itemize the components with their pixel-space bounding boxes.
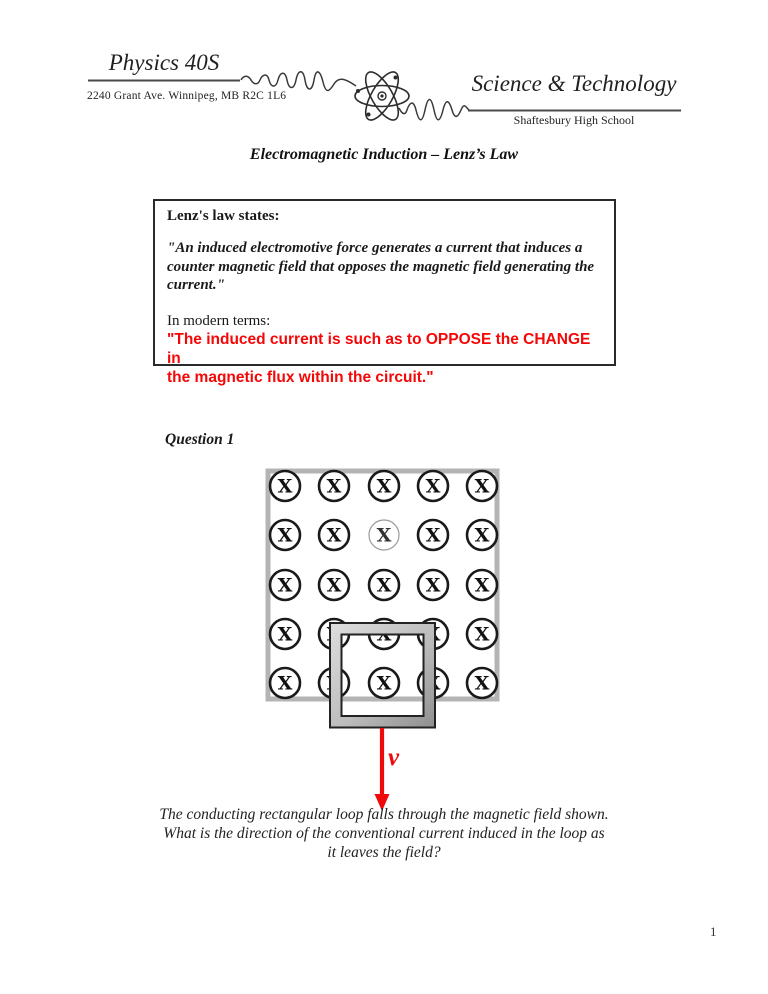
field-into-page-symbol bbox=[465, 469, 499, 503]
school-name: Shaftesbury High School bbox=[513, 113, 635, 127]
field-symbol-glyph: X bbox=[278, 673, 293, 695]
field-symbol-glyph: X bbox=[475, 476, 490, 498]
field-into-page-symbol bbox=[268, 469, 302, 503]
field-into-page-symbol bbox=[368, 519, 400, 551]
lenz-law-box: Lenz's law states: "An induced electromo… bbox=[153, 199, 616, 386]
law-quote-line: current." bbox=[167, 277, 225, 293]
field-into-page-symbol bbox=[268, 518, 302, 552]
field-symbol-glyph: X bbox=[475, 624, 490, 646]
field-symbol-glyph: X bbox=[426, 624, 441, 646]
field-symbol-glyph: X bbox=[377, 525, 392, 547]
caption-line: it leaves the field? bbox=[327, 843, 441, 861]
field-into-page-symbol bbox=[465, 617, 499, 651]
field-symbol-glyph: X bbox=[377, 575, 392, 597]
field-symbol-glyph: X bbox=[278, 575, 293, 597]
caption-line: What is the direction of the conventiona… bbox=[163, 824, 605, 842]
field-into-page-symbol bbox=[465, 568, 499, 602]
field-into-page-symbol bbox=[416, 518, 450, 552]
field-symbol-glyph: X bbox=[278, 624, 293, 646]
field-into-page-symbol bbox=[416, 617, 450, 651]
field-into-page-symbol bbox=[317, 568, 351, 602]
field-symbol-glyph: X bbox=[377, 476, 392, 498]
field-into-page-symbol bbox=[367, 666, 401, 700]
field-symbol-glyph: X bbox=[327, 575, 342, 597]
law-box-heading: Lenz's law states: bbox=[167, 208, 280, 224]
field-symbol-glyph: X bbox=[475, 575, 490, 597]
field-into-page-symbol bbox=[268, 617, 302, 651]
law-quote: "An induced electromotive force generate… bbox=[167, 239, 602, 295]
field-into-page-symbol bbox=[317, 469, 351, 503]
field-into-page-symbol bbox=[367, 617, 401, 651]
field-into-page-symbol bbox=[416, 666, 450, 700]
modern-terms-intro: In modern terms: bbox=[167, 312, 271, 329]
field-symbol-glyph: X bbox=[475, 525, 490, 547]
modern-quote-line: the magnetic flux within the circuit." bbox=[167, 368, 434, 386]
field-symbol-glyph: X bbox=[377, 624, 392, 646]
modern-quote-line: "The induced current is such as to OPPOS… bbox=[167, 330, 591, 367]
field-into-page-symbol bbox=[268, 666, 302, 700]
caption-line: The conducting rectangular loop falls th… bbox=[159, 806, 609, 823]
field-symbol-glyph: X bbox=[426, 673, 441, 695]
velocity-label: v bbox=[388, 744, 400, 771]
question-label: Question 1 bbox=[165, 431, 235, 448]
page-number: 1 bbox=[710, 924, 717, 939]
field-into-page-symbol bbox=[268, 568, 302, 602]
field-into-page-symbol bbox=[416, 469, 450, 503]
department-title: Science & Technology bbox=[471, 71, 677, 96]
document-title: Electromagnetic Induction – Lenz’s Law bbox=[249, 146, 519, 163]
field-symbol-glyph: X bbox=[475, 673, 490, 695]
question-caption: The conducting rectangular loop falls th… bbox=[0, 806, 768, 862]
field-symbol-glyph: X bbox=[327, 476, 342, 498]
field-symbol-glyph: X bbox=[377, 673, 392, 695]
field-symbol-glyph: X bbox=[327, 624, 342, 646]
law-quote-line: "An induced electromotive force generate… bbox=[167, 240, 583, 256]
wave-squiggle-left bbox=[240, 71, 357, 92]
law-quote-line: counter magnetic field that opposes the … bbox=[167, 258, 595, 275]
field-into-page-symbol bbox=[317, 666, 351, 700]
atom-icon bbox=[354, 71, 410, 121]
wave-squiggle-right bbox=[398, 98, 470, 121]
field-into-page-symbol bbox=[367, 469, 401, 503]
field-into-page-symbol bbox=[465, 666, 499, 700]
field-symbol-glyph: X bbox=[426, 476, 441, 498]
school-address: 2240 Grant Ave. Winnipeg, MB R2C 1L6 bbox=[87, 90, 287, 102]
field-symbol-glyph: X bbox=[327, 525, 342, 547]
field-into-page-symbol bbox=[367, 568, 401, 602]
field-symbol-grid: X X X X X X X X X X X X X X X X X X X X X X X X X bbox=[268, 469, 499, 700]
field-into-page-symbol bbox=[465, 518, 499, 552]
field-boundary bbox=[265, 468, 500, 702]
conducting-loop bbox=[329, 622, 436, 729]
field-into-page-symbol bbox=[317, 617, 351, 651]
field-symbol-glyph: X bbox=[278, 525, 293, 547]
field-into-page-symbol bbox=[317, 518, 351, 552]
field-symbol-glyph: X bbox=[426, 575, 441, 597]
field-into-page-symbol bbox=[416, 568, 450, 602]
magnetic-field-diagram: X X X X X X X X X X X X X X X X X X X X X X X X X bbox=[265, 468, 500, 811]
field-symbol-glyph: X bbox=[426, 525, 441, 547]
field-symbol-glyph: X bbox=[278, 476, 293, 498]
course-title: Physics 40S bbox=[108, 50, 220, 75]
modern-terms-quote: "The induced current is such as to OPPOS… bbox=[167, 330, 602, 387]
field-symbol-glyph: X bbox=[327, 673, 342, 695]
